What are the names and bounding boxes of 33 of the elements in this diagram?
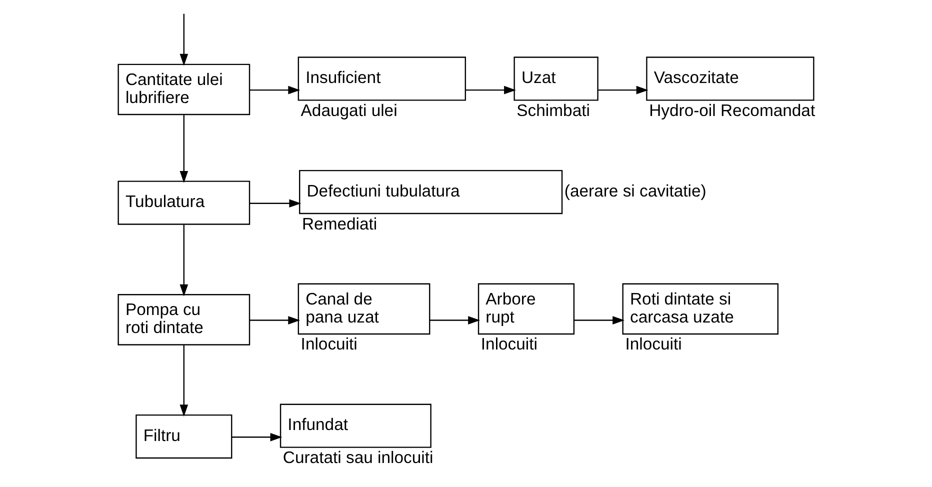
node-box: Tubulatura (118, 180, 250, 225)
node-box: Cantitate ulei lubrifiere (118, 64, 250, 116)
arrow (180, 345, 188, 417)
node-box: Pompa cu roti dintate (118, 294, 250, 346)
arrow (180, 224, 188, 296)
arrow (250, 316, 300, 324)
arrow (598, 86, 648, 94)
node-label: Curatati sau inlocuiti (282, 448, 434, 468)
node-box: Canal de pana uzat (298, 283, 430, 335)
node-label: Hydro-oil Recomandat (649, 100, 816, 120)
node-label: (aerare si cavitatie) (564, 181, 706, 200)
node-box: Roti dintate si carcasa uzate (622, 283, 778, 335)
arrow (250, 199, 302, 208)
arrow (430, 316, 480, 324)
arrow (232, 432, 282, 442)
node-label: Adaugati ulei (300, 100, 398, 120)
node-box: Arbore rupt (478, 283, 575, 335)
node-box: Defectiuni tubulatura (299, 170, 563, 214)
node-box: Uzat (514, 56, 598, 101)
node-label: Inlocuiti (300, 334, 358, 354)
node-box: Insuficient (298, 56, 466, 101)
arrow (180, 114, 188, 183)
node-label: Inlocuiti (625, 334, 682, 354)
node-box: Filtru (136, 414, 232, 459)
node-label: Remediati (302, 214, 378, 234)
arrow (180, 14, 188, 66)
arrow (250, 86, 300, 94)
node-box: Infundat (280, 404, 432, 448)
arrow (465, 86, 516, 94)
node-box: Vascozitate (646, 56, 814, 101)
node-label: Inlocuiti (480, 334, 538, 354)
arrow (574, 316, 625, 324)
node-label: Schimbati (516, 100, 590, 120)
